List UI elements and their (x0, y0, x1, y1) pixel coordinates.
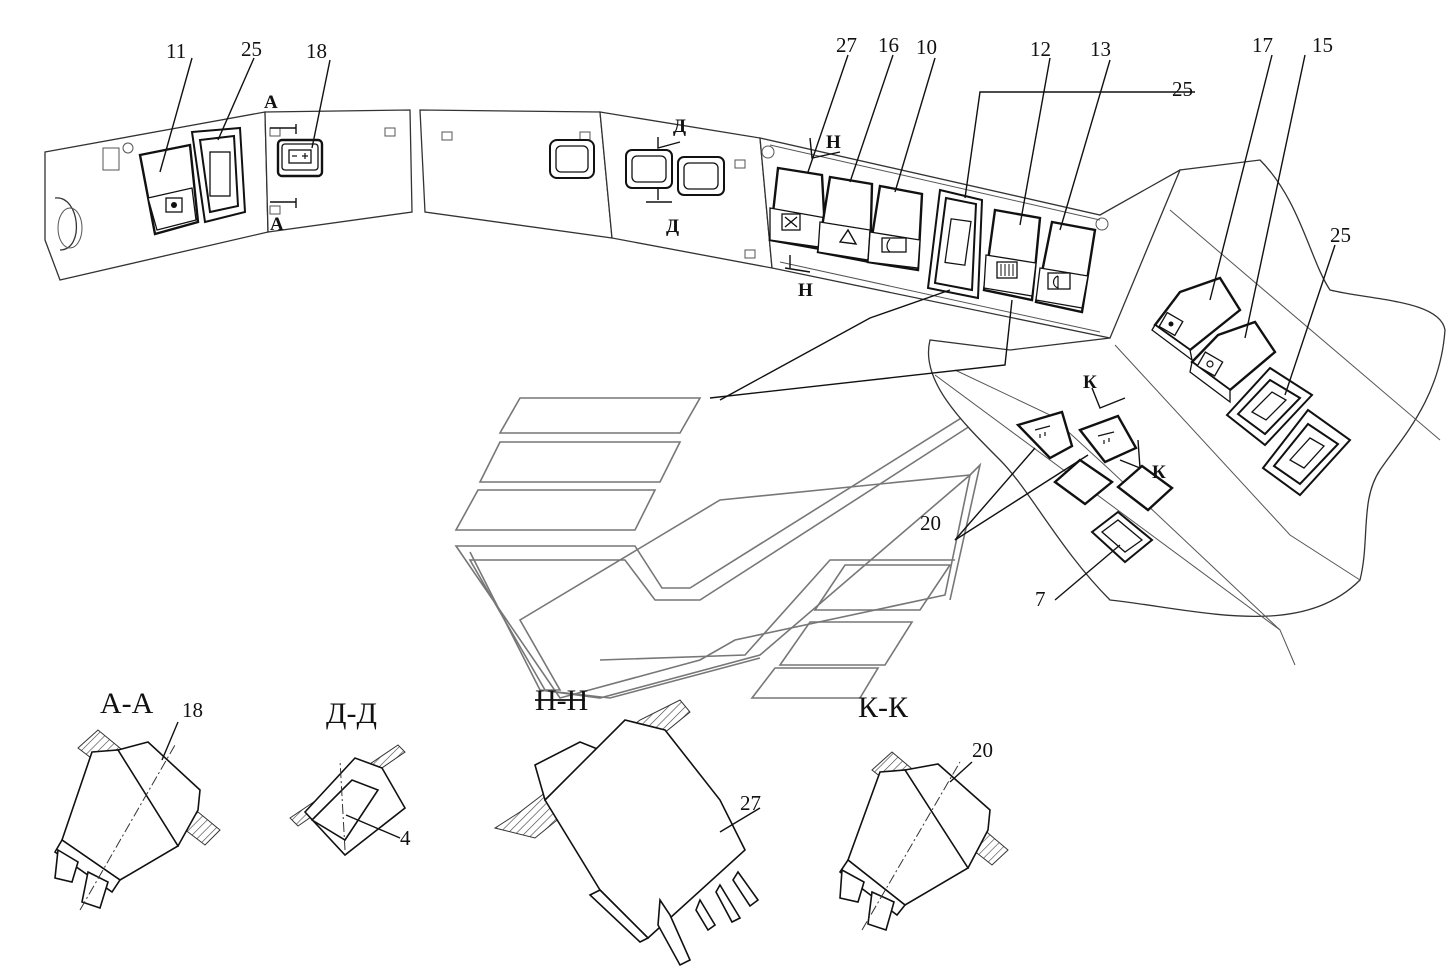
section-label-27: 27 (740, 791, 761, 815)
switch-13[interactable] (1034, 220, 1097, 314)
fog-lamp-icon (881, 237, 907, 253)
switch-10[interactable] (866, 184, 924, 272)
switch-20-d[interactable] (1116, 464, 1174, 512)
section-title-kk: К-К (858, 691, 909, 724)
section-label-18: 18 (182, 698, 203, 722)
callout-27: 27 (836, 33, 857, 57)
section-view-dd: Д-Д 4 (289, 697, 411, 857)
beacon-icon (1196, 351, 1224, 377)
switch-blank-25-console-1[interactable] (1225, 366, 1314, 447)
callout-17: 17 (1252, 33, 1273, 57)
switch-blank-25-right[interactable] (926, 188, 984, 300)
callout-16: 16 (878, 33, 899, 57)
callout-25-left: 25 (241, 37, 262, 61)
section-view-aa: А-А 18 (53, 687, 221, 911)
battery-icon (288, 149, 312, 164)
switch-11[interactable] (138, 143, 200, 236)
leader-lines (159, 54, 1336, 601)
callout-25-right: 25 (1172, 77, 1193, 101)
section-marks (270, 124, 1141, 469)
side-console (927, 159, 1446, 666)
switch-15[interactable] (1189, 320, 1277, 404)
switch-4-right[interactable] (677, 156, 725, 196)
section-label-4: 4 (400, 826, 411, 850)
callout-25-console: 25 (1330, 223, 1351, 247)
sun-icon (165, 197, 183, 213)
switch-12[interactable] (982, 208, 1042, 302)
section-title-aa: А-А (100, 687, 154, 720)
callout-13: 13 (1090, 37, 1111, 61)
cab-light-icon-2 (1097, 431, 1115, 444)
switch-blank-25-left[interactable] (190, 126, 247, 224)
watermark-logo (454, 393, 999, 699)
section-mark-n-top: Н (826, 132, 841, 153)
switch-4-left[interactable] (625, 149, 673, 189)
callout-7: 7 (1035, 587, 1046, 611)
section-mark-k-top: К (1083, 372, 1097, 393)
section-view-nn: Н-Н 27 (493, 684, 761, 967)
section-title-dd: Д-Д (326, 697, 377, 730)
switch-20-a[interactable] (1015, 410, 1074, 460)
section-mark-d-bottom: Д (666, 216, 679, 237)
section-mark-a-bottom: А (270, 214, 284, 235)
switch-17[interactable] (1151, 276, 1242, 362)
callout-18: 18 (306, 39, 327, 63)
section-mark-n-bottom: Н (798, 280, 813, 301)
section-view-kk: К-К 20 (838, 691, 1009, 932)
hazard-triangle-icon (838, 228, 858, 245)
work-light-icon (1158, 311, 1184, 337)
cab-light-icon (1034, 425, 1051, 438)
switch-blank-25-console-2[interactable] (1261, 408, 1352, 497)
switch-20-b[interactable] (1078, 414, 1138, 464)
heater-grid-icon (996, 261, 1018, 279)
section-mark-d-top: Д (673, 116, 686, 137)
callout-15: 15 (1312, 33, 1333, 57)
switch-blank-center[interactable] (549, 139, 595, 179)
callout-11: 11 (166, 39, 186, 63)
switch-18[interactable] (276, 138, 324, 178)
switch-20-c[interactable] (1053, 458, 1114, 506)
callout-10: 10 (916, 35, 937, 59)
headlamp-icon (1047, 272, 1071, 290)
section-mark-k-bottom: К (1152, 462, 1166, 483)
callout-labels: 11 25 18 27 16 10 12 13 25 17 15 25 20 7… (166, 33, 1351, 611)
fan-icon (781, 213, 801, 231)
callout-20: 20 (920, 511, 941, 535)
section-mark-a-top: А (264, 92, 278, 113)
section-label-20: 20 (972, 738, 993, 762)
switch-27[interactable] (768, 166, 828, 252)
callout-12: 12 (1030, 37, 1051, 61)
switch-7[interactable] (1090, 510, 1154, 564)
